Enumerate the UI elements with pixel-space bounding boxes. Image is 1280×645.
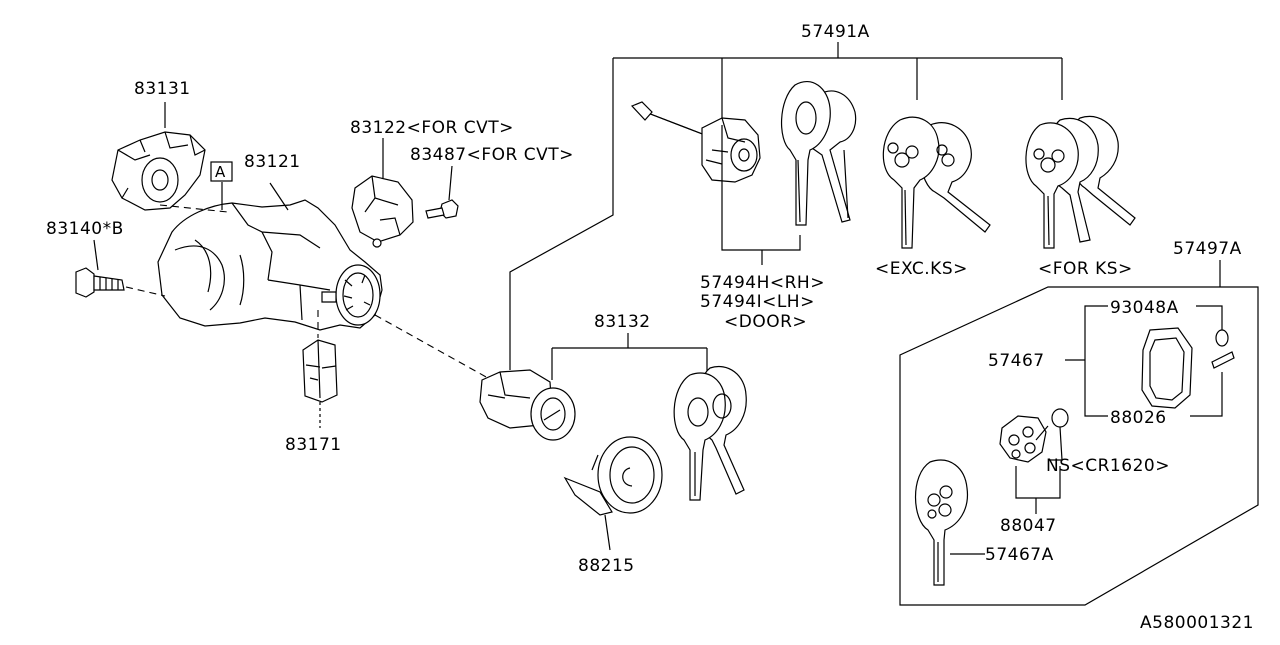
trunk-key-pair xyxy=(673,366,747,501)
label-83132: 83132 xyxy=(594,312,651,332)
label-57497a: 57497A xyxy=(1173,239,1242,259)
label-88047: 88047 xyxy=(1000,516,1057,536)
label-83121: 83121 xyxy=(244,152,301,172)
label-57467a: 57467A xyxy=(985,545,1054,565)
leader-83140b xyxy=(93,239,99,271)
label-57491a: 57491A xyxy=(801,22,870,42)
label-57494i: 57494I<LH> xyxy=(700,292,815,312)
label-83171: 83171 xyxy=(285,435,342,455)
label-88026: 88026 xyxy=(1110,408,1167,428)
dashed-housing-to-cylinder xyxy=(374,314,489,379)
key-cylinder-switch-83131 xyxy=(111,131,206,211)
key-warning-switch-83171 xyxy=(302,339,338,428)
keys-for-ks xyxy=(1025,115,1136,249)
bolt-83140b xyxy=(75,267,125,298)
label-83122: 83122<FOR CVT> xyxy=(350,118,514,138)
keys-exc-ks xyxy=(882,116,991,249)
kit-box-57497a xyxy=(899,260,1259,606)
label-88215: 88215 xyxy=(578,556,635,576)
label-83140b: 83140*B xyxy=(46,219,124,239)
ignition-switch-housing xyxy=(157,199,383,331)
door-lock-cylinder xyxy=(630,101,761,183)
label-ns-cr1620: NS<CR1620> xyxy=(1046,456,1170,476)
label-83487: 83487<FOR CVT> xyxy=(410,145,574,165)
label-57467: 57467 xyxy=(988,351,1045,371)
screw-83487 xyxy=(425,199,459,219)
label-ref-a: A xyxy=(215,163,226,181)
leader-88215 xyxy=(604,514,611,551)
label-for-ks: <FOR KS> xyxy=(1038,259,1133,279)
label-door: <DOOR> xyxy=(724,312,807,332)
label-93048a: 93048A xyxy=(1110,298,1179,318)
cylinder-cover-88215 xyxy=(563,436,663,516)
label-83131: 83131 xyxy=(134,79,191,99)
bracket-83132 xyxy=(551,333,708,380)
bracket-57491a xyxy=(509,42,1063,370)
part-labels: 57491A 83131 83122<FOR CVT> 83487<FOR CV… xyxy=(46,22,1254,633)
leader-83487 xyxy=(448,165,453,201)
label-57494h: 57494H<RH> xyxy=(700,273,825,293)
trunk-lock-cylinder-83132 xyxy=(479,369,576,441)
shift-lock-solenoid-83122 xyxy=(351,175,414,248)
door-key-pair xyxy=(780,80,857,226)
bracket-57494 xyxy=(721,125,801,265)
dashed-83140b xyxy=(125,286,166,297)
ref-box-a xyxy=(210,161,233,182)
diagram-id: A580001321 xyxy=(1140,613,1254,633)
label-exc-ks: <EXC.KS> xyxy=(875,259,968,279)
leader-83121 xyxy=(269,182,289,211)
